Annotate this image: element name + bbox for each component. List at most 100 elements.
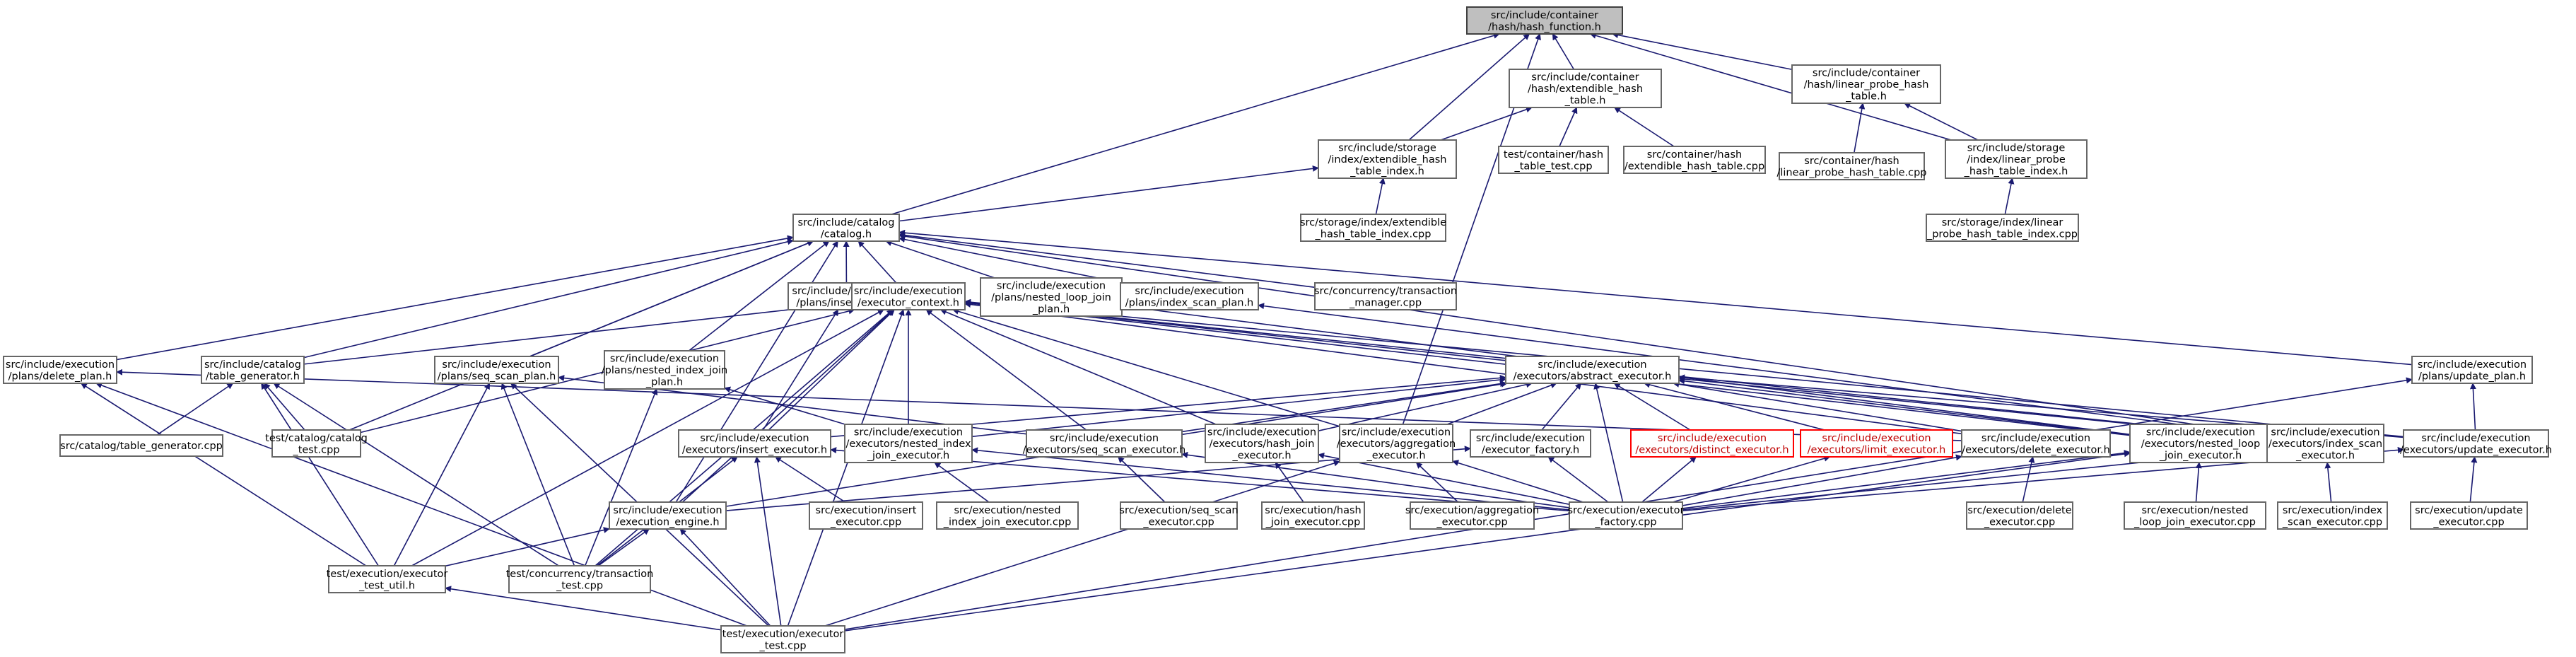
node-catalog-test[interactable]: test/catalog/catalog_test.cpp <box>265 429 368 458</box>
node-nested-loop-join-plan-h[interactable]: src/include/execution/plans/nested_loop_… <box>980 277 1123 317</box>
node-label-line: test/container/hash <box>1504 149 1603 161</box>
node-label-line: src/include/execution <box>1538 359 1646 371</box>
node-abstract-executor-h[interactable]: src/include/execution/executors/abstract… <box>1505 356 1680 384</box>
node-label-line: src/include/execution <box>2421 433 2530 444</box>
edge-catalog_test-to-table_generator_h <box>264 383 305 431</box>
edge-lin_probe_index_cpp-to-lin_probe_index_h <box>2004 178 2015 215</box>
node-box <box>59 434 223 457</box>
edge-catalog_test-to-catalog_h <box>349 240 814 431</box>
node-limit-executor-h[interactable]: src/include/execution/executors/limit_ex… <box>1800 429 1953 458</box>
node-label-line: /executors/seq_scan_executor.h <box>1023 444 1185 455</box>
node-nested-index-join-executor-cpp[interactable]: src/execution/nested_index_join_executor… <box>936 501 1079 530</box>
node-delete-plan-h[interactable]: src/include/execution/plans/delete_plan.… <box>3 356 117 384</box>
node-executor-factory-h[interactable]: src/include/execution/executor_factory.h <box>1470 429 1591 458</box>
node-label-line: _executor.h <box>2295 450 2355 462</box>
node-seq-scan-plan-h[interactable]: src/include/execution/plans/seq_scan_pla… <box>434 356 559 384</box>
node-lin-probe-index-h[interactable]: src/include/storage/index/linear_probe_h… <box>1945 139 2088 179</box>
node-label-line: src/storage/index/linear <box>1942 217 2063 228</box>
node-ext-hash-index-h[interactable]: src/include/storage/index/extendible_has… <box>1318 139 1457 179</box>
node-index-scan-executor-h[interactable]: src/include/execution/executors/index_sc… <box>2266 424 2384 463</box>
node-aggregation-executor-h[interactable]: src/include/execution/executors/aggregat… <box>1337 424 1456 463</box>
node-box <box>1800 429 1953 458</box>
node-root[interactable]: src/include/container/hash/hash_function… <box>1466 6 1623 35</box>
node-executor-test-cpp[interactable]: test/execution/executor_test.cpp <box>720 625 845 653</box>
node-insert-executor-h[interactable]: src/include/execution/executors/insert_e… <box>678 429 831 458</box>
node-label-line: /hash/linear_probe_hash <box>1804 79 1929 91</box>
node-box <box>1569 501 1683 530</box>
node-label-line: src/include/execution <box>854 427 963 438</box>
node-txn-manager-cpp[interactable]: src/concurrency/transaction_manager.cpp <box>1314 282 1457 310</box>
node-label-line: src/include/execution <box>1476 433 1585 444</box>
edge-aggregation_executor_h-to-abstract_executor_h <box>1446 382 1557 425</box>
node-executor-test-util-h[interactable]: test/execution/executor_test_util.h <box>327 565 448 593</box>
node-label-line: _factory.cpp <box>1594 516 1656 528</box>
node-label-line: /executors/limit_executor.h <box>1808 444 1946 455</box>
node-table-generator-h[interactable]: src/include/catalog/table_generator.h <box>201 356 305 384</box>
edge-ext_hash_table_h-to-root <box>1552 33 1575 70</box>
node-nested-loop-join-executor-cpp[interactable]: src/execution/nested_loop_join_executor.… <box>2124 501 2266 530</box>
node-lin-probe-cpp[interactable]: src/container/hash/linear_probe_hash_tab… <box>1776 152 1927 180</box>
node-hash-join-executor-cpp[interactable]: src/execution/hash_join_executor.cpp <box>1261 501 1365 530</box>
node-label-line: src/execution/index <box>2283 505 2383 516</box>
node-label-line: /index/linear_probe <box>1967 154 2066 165</box>
node-hash-join-executor-h[interactable]: src/include/execution/executors/hash_joi… <box>1205 424 1319 463</box>
node-ext-table-cpp[interactable]: src/container/hash/extendible_hash_table… <box>1623 146 1766 174</box>
node-table-generator-cpp[interactable]: src/catalog/table_generator.cpp <box>59 434 223 457</box>
node-delete-executor-h[interactable]: src/include/execution/executors/delete_e… <box>1961 429 2111 458</box>
edge-update_executor_h-to-executor_context_h <box>964 298 2404 438</box>
node-label-line: src/include/storage <box>1967 143 2066 154</box>
node-executor-context-h[interactable]: src/include/execution/executor_context.h <box>851 282 966 310</box>
node-nested-loop-join-executor-h[interactable]: src/include/execution/executors/nested_l… <box>2129 424 2272 463</box>
node-label-line: /executors/update_executor.h <box>2400 444 2552 455</box>
edge-txn_test_cpp-to-seq_scan_plan_h <box>500 383 575 566</box>
node-insert-executor-cpp[interactable]: src/execution/insert_executor.cpp <box>809 501 923 530</box>
node-label-line: _loop_join_executor.cpp <box>2133 516 2256 528</box>
node-executor-factory-cpp[interactable]: src/execution/executor_factory.cpp <box>1567 501 1685 530</box>
node-index-scan-plan-h[interactable]: src/include/execution/plans/index_scan_p… <box>1120 282 1259 310</box>
node-label-line: _hash_table_index.h <box>1964 166 2068 178</box>
node-seq-scan-executor-h[interactable]: src/include/execution/executors/seq_scan… <box>1023 429 1185 458</box>
node-nested-index-join-plan-h[interactable]: src/include/execution/plans/nested_index… <box>602 350 727 390</box>
node-delete-executor-cpp[interactable]: src/execution/delete_executor.cpp <box>1966 501 2073 530</box>
edge-lin_probe_index_h-to-lin_probe_h <box>1904 103 1979 141</box>
node-lin-probe-index-cpp[interactable]: src/storage/index/linear_probe_hash_tabl… <box>1926 214 2079 242</box>
node-catalog-h[interactable]: src/include/catalog/catalog.h <box>792 214 900 242</box>
node-box <box>2410 501 2528 530</box>
node-txn-test-cpp[interactable]: test/concurrency/transaction_test.cpp <box>506 565 654 593</box>
node-label-line: /executors/nested_index <box>845 438 971 450</box>
node-execution-engine-h[interactable]: src/include/execution/execution_engine.h <box>609 501 727 530</box>
node-index-scan-executor-cpp[interactable]: src/execution/index_scan_executor.cpp <box>2277 501 2388 530</box>
node-label-line: src/include/execution <box>2271 427 2379 438</box>
node-box <box>1026 429 1183 458</box>
node-seq-scan-executor-cpp[interactable]: src/execution/seq_scan_executor.cpp <box>1119 501 1239 530</box>
edge-layer <box>80 32 2478 632</box>
node-label-line: src/execution/nested <box>954 505 1060 516</box>
node-ext-hash-table-h[interactable]: src/include/container/hash/extendible_ha… <box>1509 69 1662 108</box>
node-distinct-executor-h[interactable]: src/include/execution/executors/distinct… <box>1630 429 1794 458</box>
node-label-line: _hash_table_index.cpp <box>1315 228 1432 240</box>
node-label-line: /executors/hash_join <box>1210 438 1315 450</box>
edge-ext_table_cpp-to-ext_hash_table_h <box>1614 107 1675 147</box>
node-update-executor-h[interactable]: src/include/execution/executors/update_e… <box>2400 429 2552 458</box>
node-box <box>1339 424 1453 463</box>
node-update-plan-h[interactable]: src/include/execution/plans/update_plan.… <box>2411 356 2533 384</box>
node-nested-index-join-executor-h[interactable]: src/include/execution/executors/nested_i… <box>844 424 973 463</box>
node-box <box>2129 424 2272 463</box>
node-ext-hash-index-cpp[interactable]: src/storage/index/extendible_hash_table_… <box>1300 214 1446 242</box>
node-label-line: src/execution/executor <box>1567 505 1684 516</box>
edge-executor_factory_cpp-to-abstract_executor_h <box>1593 383 1624 503</box>
node-update-executor-cpp[interactable]: src/execution/update_executor.cpp <box>2410 501 2528 530</box>
edge-txn_manager_cpp-to-catalog_h <box>898 232 1316 289</box>
node-ext-table-test[interactable]: test/container/hash_table_test.cpp <box>1498 146 1609 174</box>
edge-nested_index_join_plan_h-to-catalog_h <box>689 240 830 351</box>
node-box <box>1623 146 1766 174</box>
edge-nested_loop_join_executor_cpp-to-nested_loop_join_executor_h <box>2195 462 2202 503</box>
node-label-line: _probe_hash_table_index.cpp <box>1926 228 2078 240</box>
node-label-line: src/include/execution <box>1981 433 2090 444</box>
node-box <box>1966 501 2073 530</box>
node-box <box>3 356 117 384</box>
edge-distinct_executor_h-to-abstract_executor_h <box>1613 383 1691 431</box>
node-lin-probe-h[interactable]: src/include/container/hash/linear_probe_… <box>1791 64 1941 104</box>
node-box <box>980 277 1123 317</box>
node-aggregation-executor-cpp[interactable]: src/execution/aggregation_executor.cpp <box>1405 501 1539 530</box>
